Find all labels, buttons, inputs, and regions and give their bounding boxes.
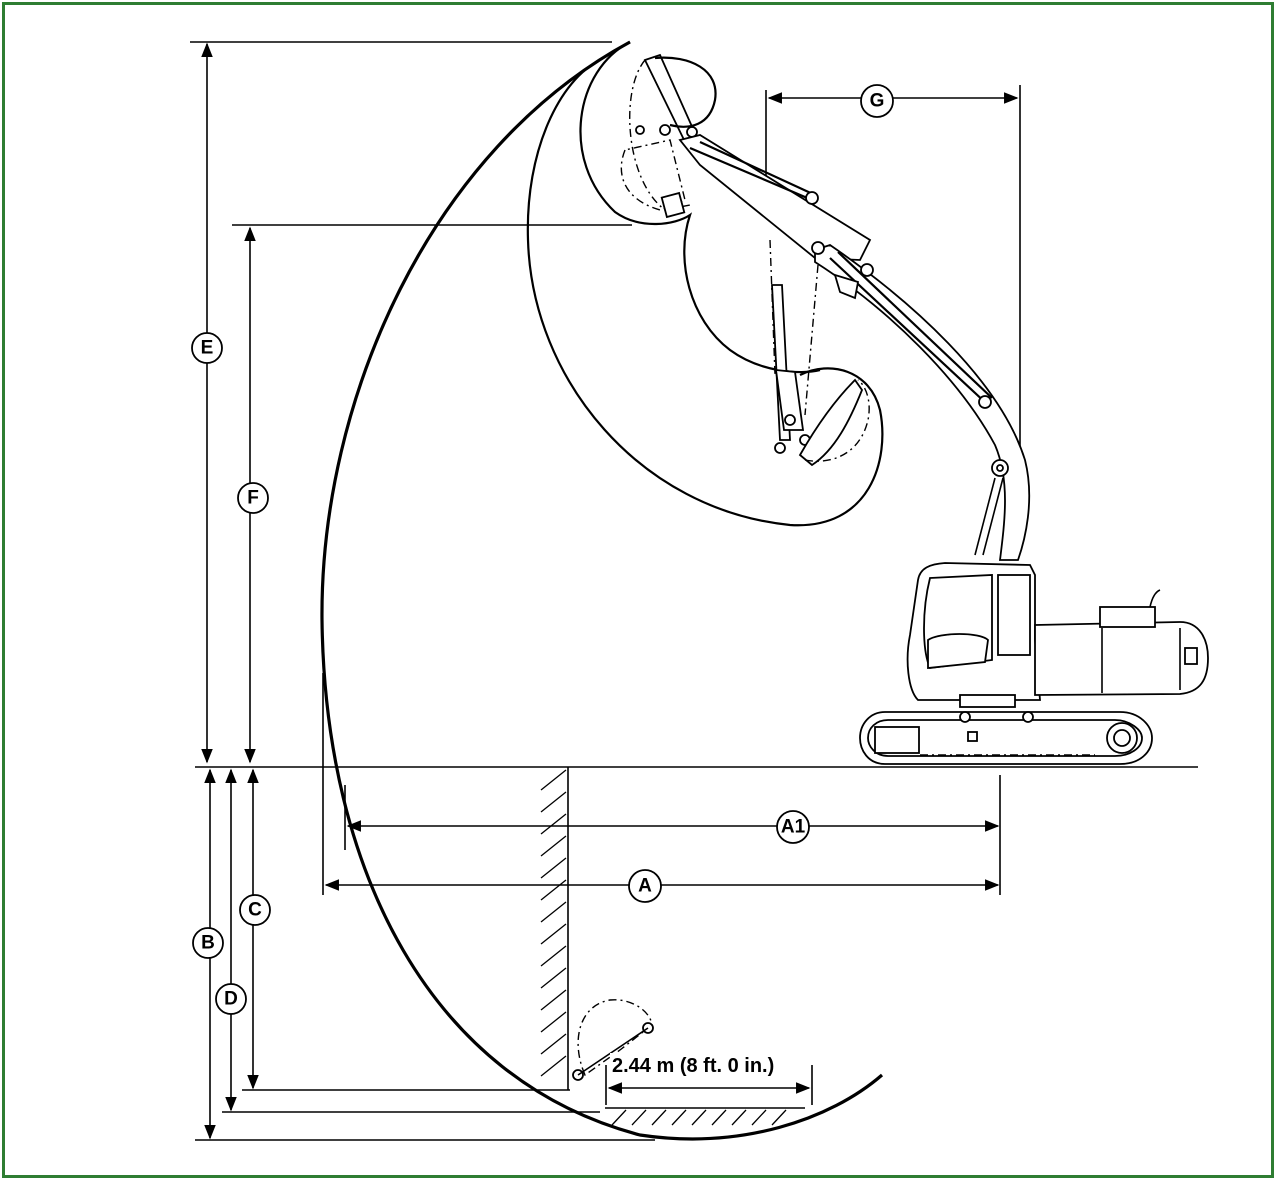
- dimension-d: [222, 768, 600, 1113]
- dimension-a: [322, 673, 1001, 895]
- label-c: C: [239, 894, 271, 926]
- trench-wall: [540, 767, 569, 1090]
- svg-text:A: A: [638, 876, 652, 897]
- clearance-dimension: [605, 1065, 813, 1105]
- excavator-upper-structure: [906, 562, 1209, 708]
- excavator-tracks: [859, 711, 1153, 765]
- svg-text:B: B: [201, 933, 215, 954]
- dimension-f: [232, 224, 632, 764]
- outer-reach-envelope: [320, 40, 884, 1141]
- svg-text:A1: A1: [781, 817, 806, 838]
- mid-arm-position: [769, 239, 870, 467]
- svg-text:C: C: [248, 900, 262, 921]
- dimension-e: [190, 41, 612, 764]
- trench-floor: [605, 1107, 805, 1126]
- label-g: G: [860, 84, 894, 118]
- raised-arm-position: [620, 53, 717, 219]
- inner-working-envelope: [526, 59, 884, 527]
- label-b: B: [192, 927, 224, 959]
- bucket-at-trench-bottom: [572, 999, 654, 1081]
- dimension-a1: [344, 785, 1000, 850]
- svg-text:F: F: [247, 488, 259, 509]
- label-a: A: [628, 869, 662, 903]
- clearance-label-bg: [610, 1053, 806, 1077]
- dimension-c: [242, 768, 570, 1091]
- clearance-label: 2.44 m (8 ft. 0 in.): [612, 1055, 774, 1077]
- svg-text:D: D: [224, 989, 238, 1010]
- upper-bucket-arc: [579, 41, 821, 374]
- svg-text:G: G: [870, 91, 885, 112]
- label-d: D: [215, 983, 247, 1015]
- svg-text:E: E: [201, 338, 214, 359]
- label-e: E: [191, 332, 223, 364]
- label-f: F: [237, 482, 269, 514]
- excavator-boom: [678, 134, 1031, 561]
- label-a1: A1: [776, 810, 810, 844]
